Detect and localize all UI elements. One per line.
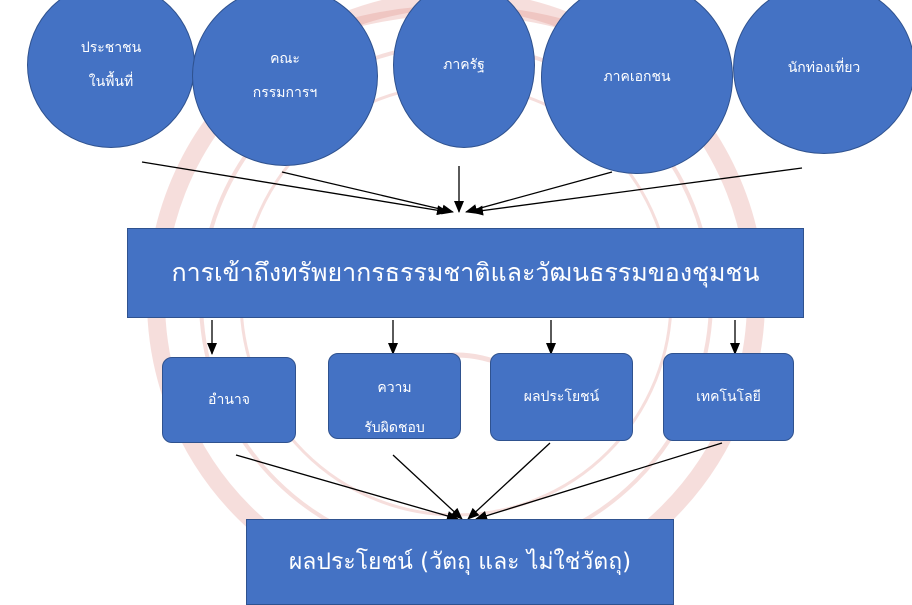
factor-box-technology-label: เทคโนโลยี — [696, 389, 761, 405]
ellipse-residents-line1: ประชาชน — [80, 40, 142, 56]
ellipse-private-sector-label: ภาคเอกชน — [603, 69, 671, 85]
factor-box-power: อำนาจ — [162, 357, 296, 443]
ellipse-tourists-label: นักท่องเที่ยว — [787, 60, 861, 76]
ellipse-committee: คณะ กรรมการฯ — [192, 0, 378, 166]
ellipse-residents-line2: ในพื้นที่ — [88, 74, 134, 90]
factor-box-power-label: อำนาจ — [208, 392, 250, 408]
ellipse-private-sector: ภาคเอกชน — [541, 0, 733, 174]
factor-box-benefit: ผลประโยชน์ — [490, 353, 633, 441]
benefit-box: ผลประโยชน์ (วัตถุ และ ไม่ใช่วัตถุ) — [246, 519, 674, 605]
factor-box-responsibility-line1: ความ — [377, 380, 412, 396]
ellipse-committee-line2: กรรมการฯ — [252, 85, 318, 101]
ellipse-committee-line1: คณะ — [270, 51, 300, 67]
benefit-box-label: ผลประโยชน์ (วัตถุ และ ไม่ใช่วัตถุ) — [288, 549, 632, 575]
ellipse-government-label: ภาครัฐ — [443, 57, 485, 73]
factor-box-benefit-label: ผลประโยชน์ — [523, 389, 600, 405]
ellipse-tourists: นักท่องเที่ยว — [733, 0, 912, 154]
factor-box-responsibility-line2: รับผิดชอบ — [364, 420, 425, 436]
factor-box-technology: เทคโนโลยี — [663, 353, 794, 441]
factor-box-responsibility: ความ รับผิดชอบ — [328, 353, 461, 439]
access-box-label: การเข้าถึงทรัพยากรธรรมชาติและวัฒนธรรมของ… — [171, 258, 760, 287]
ellipse-government: ภาครัฐ — [393, 0, 535, 148]
access-box: การเข้าถึงทรัพยากรธรรมชาติและวัฒนธรรมของ… — [127, 228, 804, 318]
